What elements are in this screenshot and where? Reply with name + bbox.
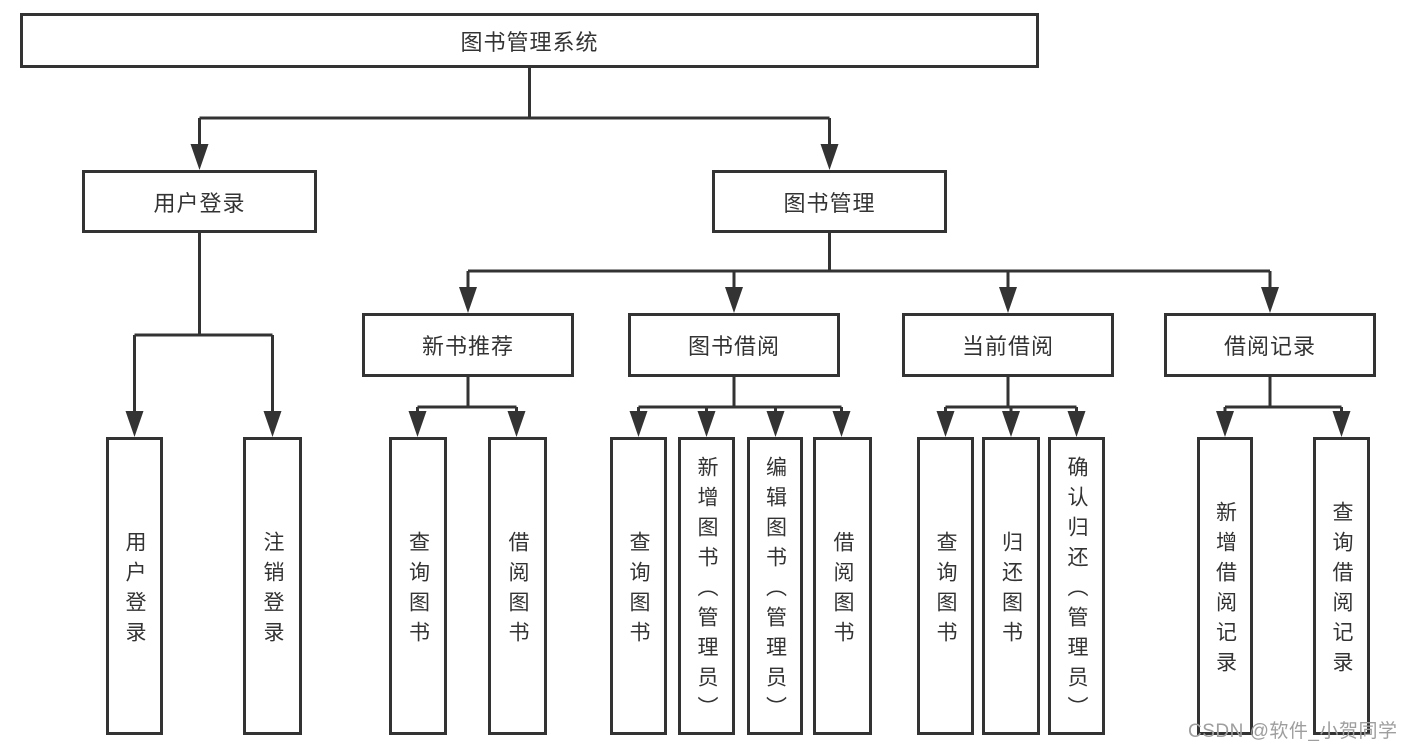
leaf-return-books-label: 归还图书	[999, 530, 1023, 651]
leaf-query-borrow-record-label: 查询借阅记录	[1330, 500, 1353, 681]
connector-new-book-children	[416, 377, 518, 419]
node-new-book-recommend: 新书推荐	[362, 313, 574, 377]
leaf-query-books-current-label: 查询图书	[934, 530, 957, 651]
leaf-query-borrow-record: 查询借阅记录	[1313, 437, 1370, 735]
leaf-add-book-admin-label: 新增图书（管理员）	[695, 455, 718, 726]
watermark: CSDN @软件_小贺同学	[1188, 721, 1398, 742]
leaf-query-books-borrowing: 查询图书	[610, 437, 667, 735]
node-book-borrowing: 图书借阅	[628, 313, 840, 377]
leaf-borrow-books-recommend: 借阅图书	[488, 437, 547, 735]
node-current-borrowing: 当前借阅	[902, 313, 1114, 377]
leaf-logout-label: 注销登录	[261, 530, 284, 651]
leaf-query-books-current: 查询图书	[917, 437, 974, 735]
arrowheads	[125, 144, 1351, 437]
connector-borrow-record-children	[1223, 377, 1343, 419]
leaf-return-books: 归还图书	[982, 437, 1040, 735]
leaf-confirm-return-admin-label: 确认归还（管理员）	[1065, 455, 1088, 726]
leaf-edit-book-admin: 编辑图书（管理员）	[747, 437, 803, 735]
connector-book-management-children	[466, 233, 1272, 295]
leaf-user-login-label: 用户登录	[123, 530, 146, 651]
node-book-management-label: 图书管理	[783, 190, 876, 216]
connector-book-borrow-children	[637, 377, 843, 419]
connector-user-login-children	[133, 233, 274, 419]
node-library-system: 图书管理系统	[20, 13, 1039, 68]
node-current-borrowing-label: 当前借阅	[961, 334, 1054, 359]
leaf-query-books-recommend-label: 查询图书	[406, 530, 430, 651]
node-library-system-label: 图书管理系统	[460, 29, 599, 55]
node-user-login-label: 用户登录	[153, 190, 246, 216]
leaf-query-books-recommend: 查询图书	[389, 437, 447, 735]
connector-root-to-level2	[198, 68, 831, 152]
leaf-query-books-borrowing-label: 查询图书	[627, 530, 650, 651]
leaf-confirm-return-admin: 确认归还（管理员）	[1048, 437, 1105, 735]
leaf-user-login: 用户登录	[106, 437, 163, 735]
node-borrow-records-label: 借阅记录	[1223, 334, 1316, 359]
leaf-borrow-books-borrowing-label: 借阅图书	[831, 530, 854, 651]
leaf-add-book-admin: 新增图书（管理员）	[678, 437, 735, 735]
leaf-borrow-books-recommend-label: 借阅图书	[506, 530, 529, 651]
node-book-management: 图书管理	[712, 170, 947, 233]
node-new-book-recommend-label: 新书推荐	[421, 334, 514, 359]
leaf-add-borrow-record-label: 新增借阅记录	[1213, 500, 1237, 681]
leaf-borrow-books-borrowing: 借阅图书	[813, 437, 872, 735]
node-user-login: 用户登录	[82, 170, 317, 233]
node-borrow-records: 借阅记录	[1164, 313, 1376, 377]
node-book-borrowing-label: 图书借阅	[687, 334, 780, 359]
leaf-edit-book-admin-label: 编辑图书（管理员）	[763, 455, 787, 726]
leaf-logout: 注销登录	[243, 437, 302, 735]
leaf-add-borrow-record: 新增借阅记录	[1197, 437, 1253, 735]
